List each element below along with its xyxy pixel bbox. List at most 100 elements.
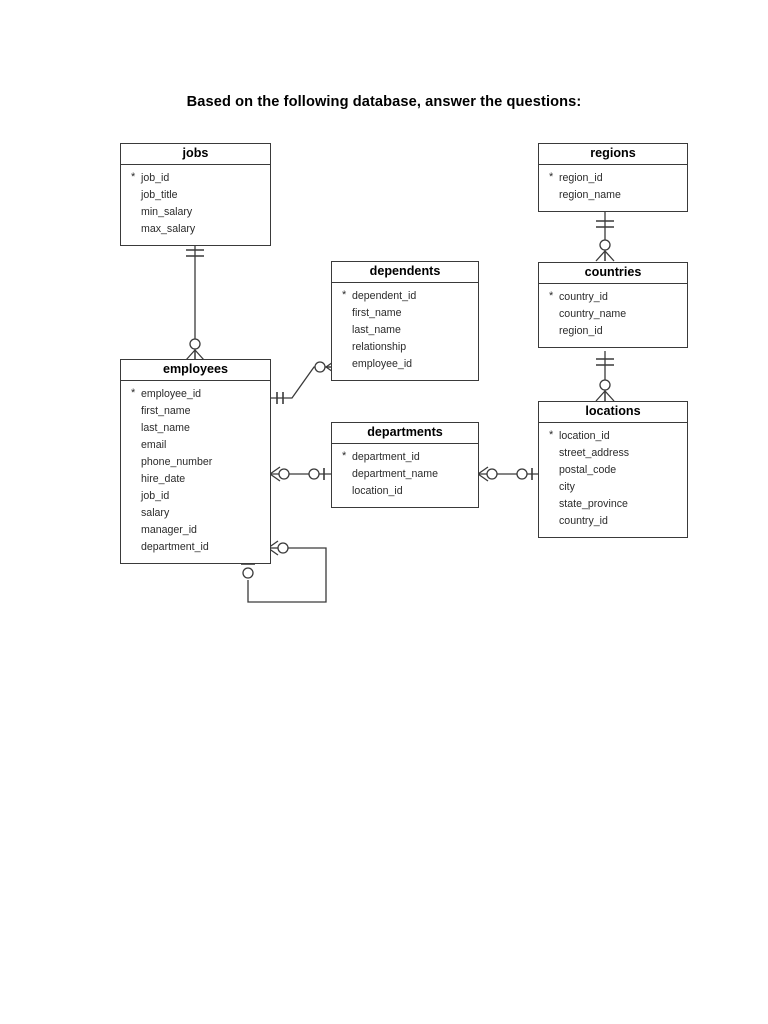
field-label: job_title xyxy=(141,189,178,202)
field-label: first_name xyxy=(352,307,402,320)
field-row: min_salary xyxy=(121,204,270,221)
entity-locations[interactable]: locations * location_id street_address po… xyxy=(538,401,688,539)
field-row: * location_id xyxy=(539,428,687,445)
entity-countries-fields: * country_id country_name region_id xyxy=(538,284,688,349)
entity-dependents[interactable]: dependents * dependent_id first_name last… xyxy=(331,261,479,382)
entity-dependents-fields: * dependent_id first_name last_name relat… xyxy=(331,283,479,382)
entity-employees[interactable]: employees * employee_id first_name last_n… xyxy=(120,359,271,565)
field-label: max_salary xyxy=(141,223,196,236)
field-row: street_address xyxy=(539,445,687,462)
field-row: * employee_id xyxy=(121,386,270,403)
field-row: job_title xyxy=(121,187,270,204)
field-label: department_name xyxy=(352,468,438,481)
entity-employees-header: employees xyxy=(120,359,271,382)
field-label: employee_id xyxy=(141,388,202,401)
field-row: max_salary xyxy=(121,221,270,238)
field-row: department_name xyxy=(332,466,478,483)
entity-jobs[interactable]: jobs *job_id job_title min_salary max_sa… xyxy=(120,143,271,247)
field-label: salary xyxy=(141,507,170,520)
connector-jobs-employees xyxy=(155,231,245,371)
connector-employees-departments xyxy=(264,460,336,490)
field-row: * dependent_id xyxy=(332,288,478,305)
primary-key-marker: * xyxy=(131,171,136,184)
entity-countries[interactable]: countries * country_id country_name regio… xyxy=(538,262,688,349)
field-row: region_name xyxy=(539,187,687,204)
entity-regions[interactable]: regions * region_id region_name xyxy=(538,143,688,213)
field-row: * department_id xyxy=(332,449,478,466)
primary-key-marker: * xyxy=(549,429,554,442)
connector-employees-dependents xyxy=(262,352,342,412)
field-row: country_id xyxy=(539,513,687,530)
field-row: department_id xyxy=(121,539,270,556)
field-label: dependent_id xyxy=(352,290,417,303)
field-label: country_id xyxy=(559,515,608,528)
field-row: last_name xyxy=(121,420,270,437)
field-row: employee_id xyxy=(332,356,478,373)
field-label: postal_code xyxy=(559,464,617,477)
field-label: city xyxy=(559,481,575,494)
entity-departments[interactable]: departments * department_id department_na… xyxy=(331,422,479,509)
primary-key-marker: * xyxy=(549,290,554,303)
primary-key-marker: * xyxy=(342,289,347,302)
field-row: email xyxy=(121,437,270,454)
field-label: state_province xyxy=(559,498,628,511)
field-row: region_id xyxy=(539,323,687,340)
field-label: country_name xyxy=(559,308,627,321)
connector-employees-employees-self xyxy=(241,534,342,614)
field-label: department_id xyxy=(352,451,420,464)
field-label: min_salary xyxy=(141,206,193,219)
field-label: phone_number xyxy=(141,456,213,469)
field-label: region_id xyxy=(559,172,603,185)
field-row: country_name xyxy=(539,306,687,323)
field-label: employee_id xyxy=(352,358,413,371)
entity-departments-fields: * department_id department_name location_… xyxy=(331,444,479,509)
entity-departments-header: departments xyxy=(331,422,479,445)
entity-countries-header: countries xyxy=(538,262,688,285)
field-row: last_name xyxy=(332,322,478,339)
field-label: last_name xyxy=(352,324,401,337)
entity-jobs-fields: *job_id job_title min_salary max_salary xyxy=(120,165,271,247)
field-label: location_id xyxy=(352,485,403,498)
field-row: first_name xyxy=(121,403,270,420)
field-label: department_id xyxy=(141,541,209,554)
field-row: first_name xyxy=(332,305,478,322)
field-row: hire_date xyxy=(121,471,270,488)
field-row: relationship xyxy=(332,339,478,356)
entity-regions-header: regions xyxy=(538,143,688,166)
page-title: Based on the following database, answer … xyxy=(186,94,582,110)
field-row: manager_id xyxy=(121,522,270,539)
field-label: first_name xyxy=(141,405,191,418)
entity-jobs-header: jobs xyxy=(120,143,271,166)
field-row: job_id xyxy=(121,488,270,505)
entity-regions-fields: * region_id region_name xyxy=(538,165,688,213)
field-label: region_name xyxy=(559,189,621,202)
field-row: city xyxy=(539,479,687,496)
field-row: salary xyxy=(121,505,270,522)
field-label: street_address xyxy=(559,447,630,460)
field-row: state_province xyxy=(539,496,687,513)
entity-locations-fields: *location_id street_address postal_code … xyxy=(538,423,688,539)
field-label: country_id xyxy=(559,291,608,304)
connector-departments-locations xyxy=(472,460,544,490)
field-label: relationship xyxy=(352,341,407,354)
entity-locations-header: locations xyxy=(538,401,688,424)
field-label: last_name xyxy=(141,422,190,435)
field-row: phone_number xyxy=(121,454,270,471)
field-label: job_id xyxy=(141,490,170,503)
entity-dependents-header: dependents xyxy=(331,261,479,284)
primary-key-marker: * xyxy=(549,171,554,184)
field-row: postal_code xyxy=(539,462,687,479)
field-label: manager_id xyxy=(141,524,197,537)
primary-key-marker: * xyxy=(131,387,136,400)
field-row: *job_id xyxy=(121,170,270,187)
field-label: region_id xyxy=(559,325,603,338)
field-row: location_id xyxy=(332,483,478,500)
field-row: * region_id xyxy=(539,170,687,187)
field-label: location_id xyxy=(559,430,610,443)
field-label: email xyxy=(141,439,167,452)
primary-key-marker: * xyxy=(342,450,347,463)
entity-employees-fields: *employee_id first_name last_name email … xyxy=(120,381,271,565)
field-label: hire_date xyxy=(141,473,186,486)
field-row: * country_id xyxy=(539,289,687,306)
